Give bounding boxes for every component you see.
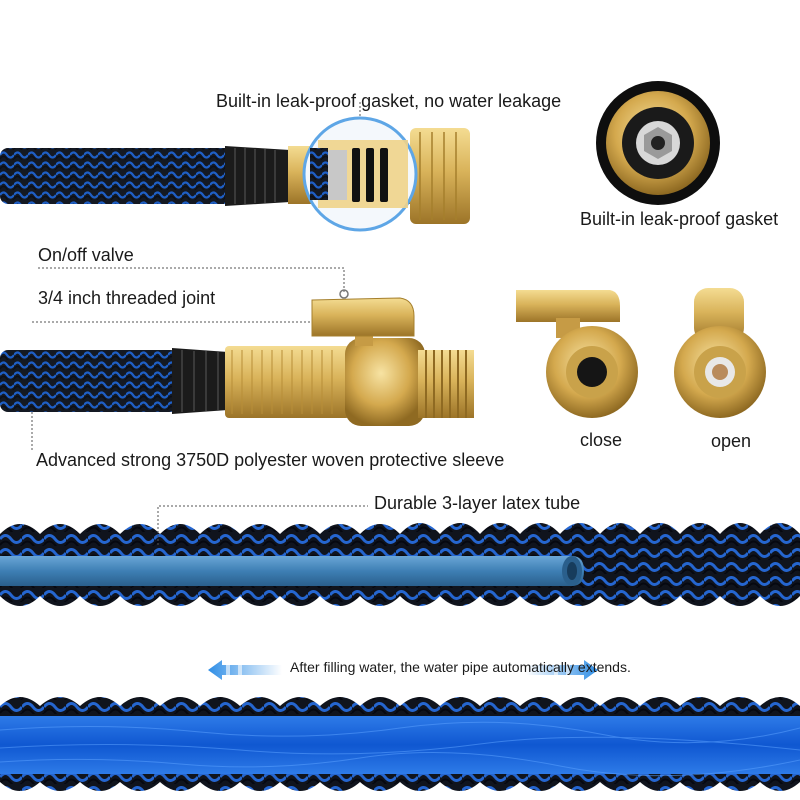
- gasket-closeup-label: Built-in leak-proof gasket: [580, 209, 779, 229]
- extending-hose-image: [0, 697, 800, 791]
- extends-caption: After filling water, the water pipe auto…: [290, 659, 631, 675]
- open-label: open: [711, 431, 752, 451]
- close-label: close: [580, 430, 623, 450]
- valve-open-image: [674, 288, 766, 418]
- valve-closed-image: [516, 290, 638, 418]
- latex-hose-image: [0, 523, 800, 606]
- top-hose-assembly: [0, 116, 470, 232]
- left-arrow-icon: [208, 660, 282, 680]
- latex-tube-label: Durable 3-layer latex tube: [374, 493, 581, 513]
- gasket-callout-label: Built-in leak-proof gasket, no water lea…: [216, 91, 562, 111]
- middle-hose-assembly: [0, 297, 474, 426]
- right-arrow-icon: [526, 660, 598, 680]
- valve-label: On/off valve: [38, 245, 134, 265]
- sleeve-label: Advanced strong 3750D polyester woven pr…: [36, 450, 505, 470]
- thread-label: 3/4 inch threaded joint: [38, 288, 216, 308]
- gasket-closeup-image: [596, 81, 720, 205]
